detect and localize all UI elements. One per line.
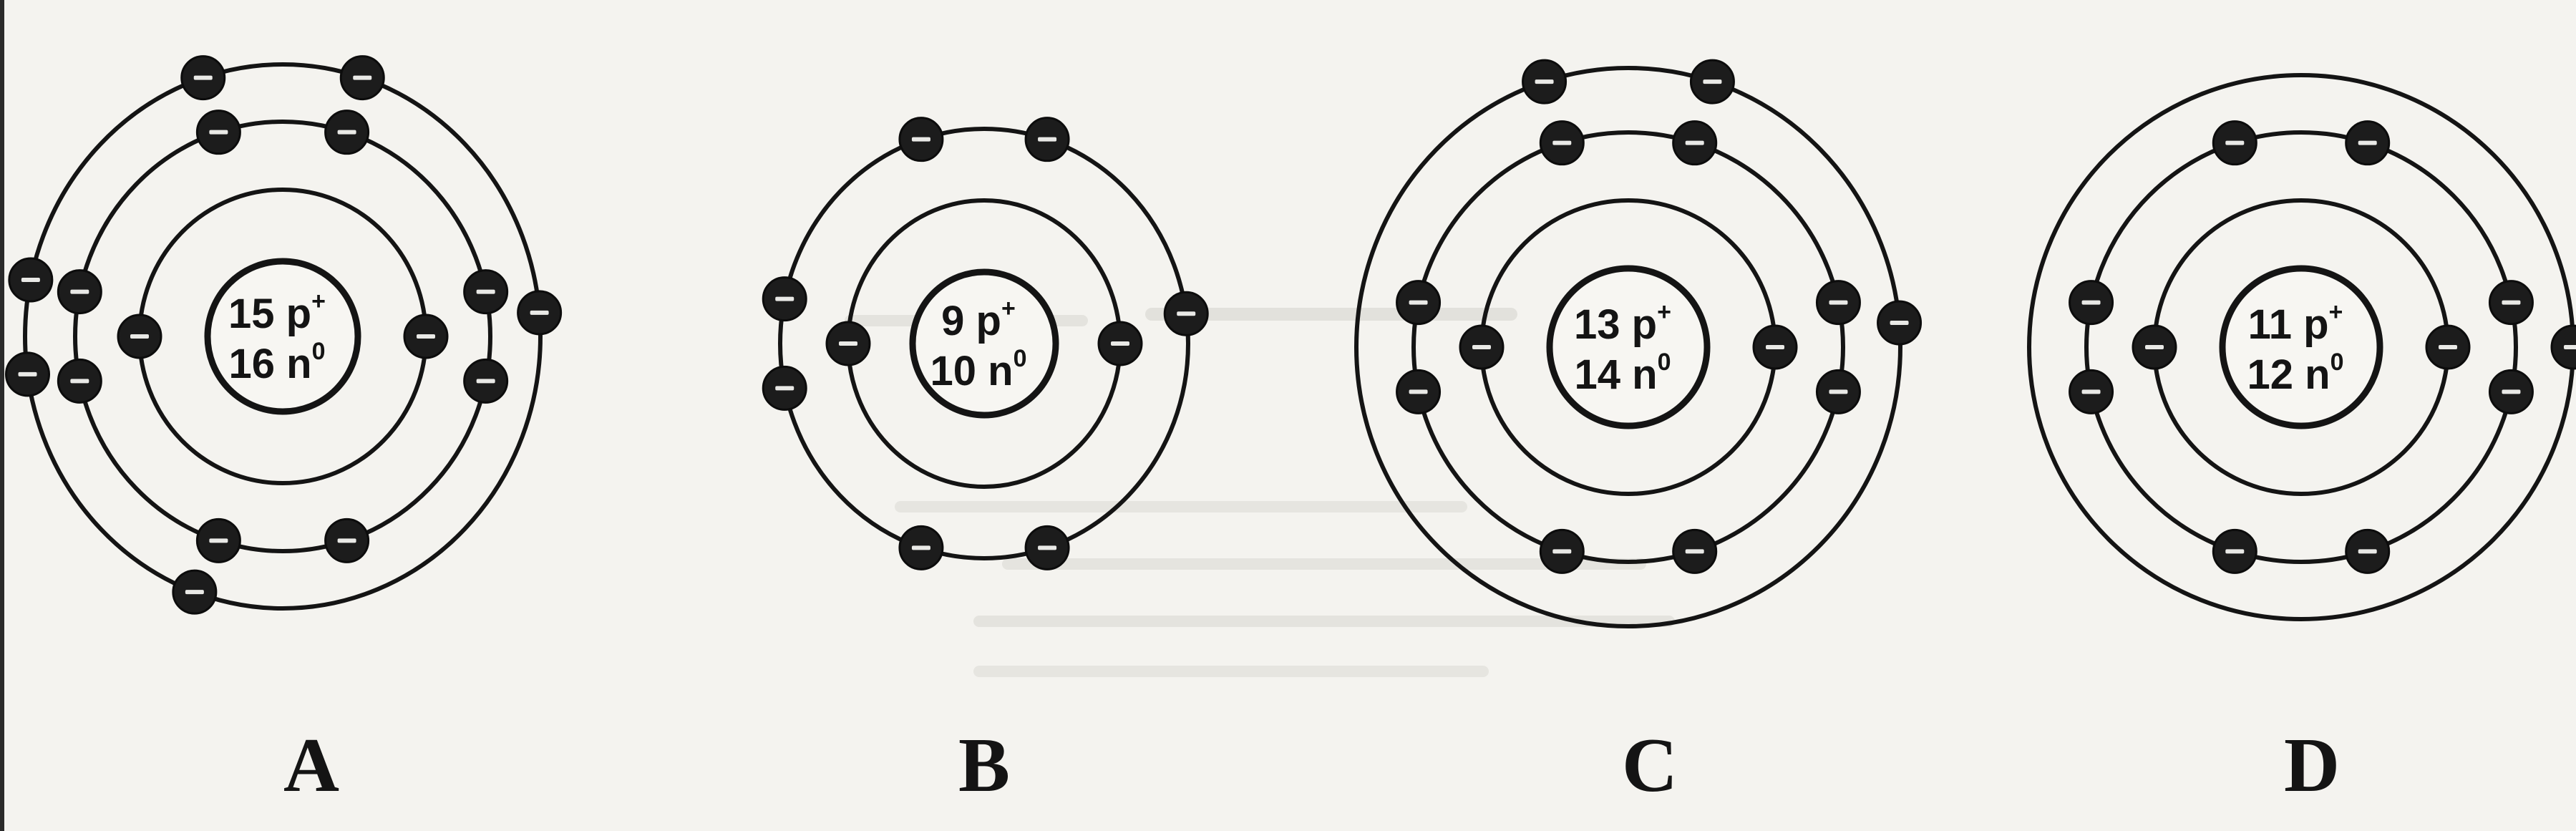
electron-icon	[172, 569, 218, 615]
nucleus-icon	[2219, 265, 2383, 429]
electron-icon	[2212, 120, 2257, 166]
electron-icon	[762, 365, 807, 411]
page-edge-line	[0, 0, 4, 831]
electron-icon	[2550, 324, 2576, 370]
electron-icon	[1024, 525, 1070, 570]
proton-count-a: 15 p+	[228, 288, 326, 337]
nucleus-icon	[1546, 265, 1711, 429]
electron-icon	[195, 517, 241, 563]
electron-icon	[463, 269, 509, 315]
electron-icon	[1024, 117, 1070, 162]
electron-icon	[2069, 369, 2114, 414]
electron-icon	[1522, 59, 1568, 105]
electron-shell-c-3	[1354, 66, 1902, 628]
atom-b: 9 p+10 n0	[762, 117, 1209, 570]
neutron-count-a: 16 n0	[229, 338, 326, 387]
electron-icon	[2132, 324, 2177, 370]
electron-icon	[1815, 280, 1861, 326]
electron-icon	[2345, 120, 2391, 166]
electron-icon	[1539, 120, 1585, 166]
electron-shell-c-2	[1411, 130, 1845, 564]
neutron-count-b: 10 n0	[930, 345, 1027, 394]
electron-icon	[1163, 291, 1209, 336]
electron-icon	[324, 110, 370, 155]
atom-label-a: A	[283, 723, 339, 808]
electron-icon	[517, 290, 563, 336]
electron-icon	[403, 314, 449, 359]
electron-icon	[898, 525, 944, 570]
electron-shell-b-2	[778, 127, 1190, 560]
electron-icon	[5, 351, 51, 397]
nucleus-icon	[909, 268, 1059, 419]
electron-icon	[2488, 369, 2534, 414]
nucleus-icon	[204, 258, 361, 415]
electron-icon	[2069, 280, 2114, 326]
electron-icon	[762, 276, 807, 322]
atom-label-d: D	[2284, 723, 2340, 808]
electron-icon	[1877, 300, 1923, 346]
electron-icon	[339, 55, 385, 101]
electron-icon	[57, 269, 102, 315]
electron-icon	[1097, 321, 1143, 366]
electron-shell-a-2	[73, 120, 492, 553]
electron-icon	[1672, 528, 1718, 574]
electron-shell-d-2	[2084, 130, 2518, 564]
proton-count-d: 11 p+	[2248, 298, 2343, 348]
electron-icon	[2425, 324, 2471, 370]
proton-count-c: 13 p+	[1574, 298, 1671, 348]
electron-icon	[57, 358, 102, 404]
atom-d: 11 p+12 n0	[2027, 73, 2576, 621]
neutron-count-d: 12 n0	[2247, 349, 2344, 398]
electron-icon	[195, 110, 241, 155]
electron-icon	[1539, 528, 1585, 574]
electron-icon	[1672, 120, 1718, 166]
electron-icon	[463, 358, 509, 404]
atom-label-c: C	[1622, 723, 1678, 808]
electron-icon	[2212, 528, 2257, 574]
electron-icon	[825, 321, 871, 366]
atom-label-b: B	[958, 723, 1011, 808]
electron-icon	[180, 55, 226, 101]
electron-icon	[2345, 528, 2391, 574]
electron-icon	[1752, 324, 1798, 370]
electron-icon	[1815, 369, 1861, 414]
electron-icon	[324, 517, 370, 563]
electron-shell-a-3	[23, 62, 543, 611]
electron-icon	[898, 117, 944, 162]
electron-icon	[1689, 59, 1735, 105]
atom-c: 13 p+14 n0	[1354, 59, 1923, 628]
electron-icon	[8, 257, 54, 303]
electron-icon	[1396, 369, 1442, 414]
electron-icon	[1459, 324, 1505, 370]
neutron-count-c: 14 n0	[1575, 349, 1671, 398]
proton-count-b: 9 p+	[941, 295, 1016, 344]
electron-icon	[1396, 280, 1442, 326]
electron-icon	[117, 314, 162, 359]
electron-icon	[2488, 280, 2534, 326]
atom-a: 15 p+16 n0	[5, 55, 563, 615]
